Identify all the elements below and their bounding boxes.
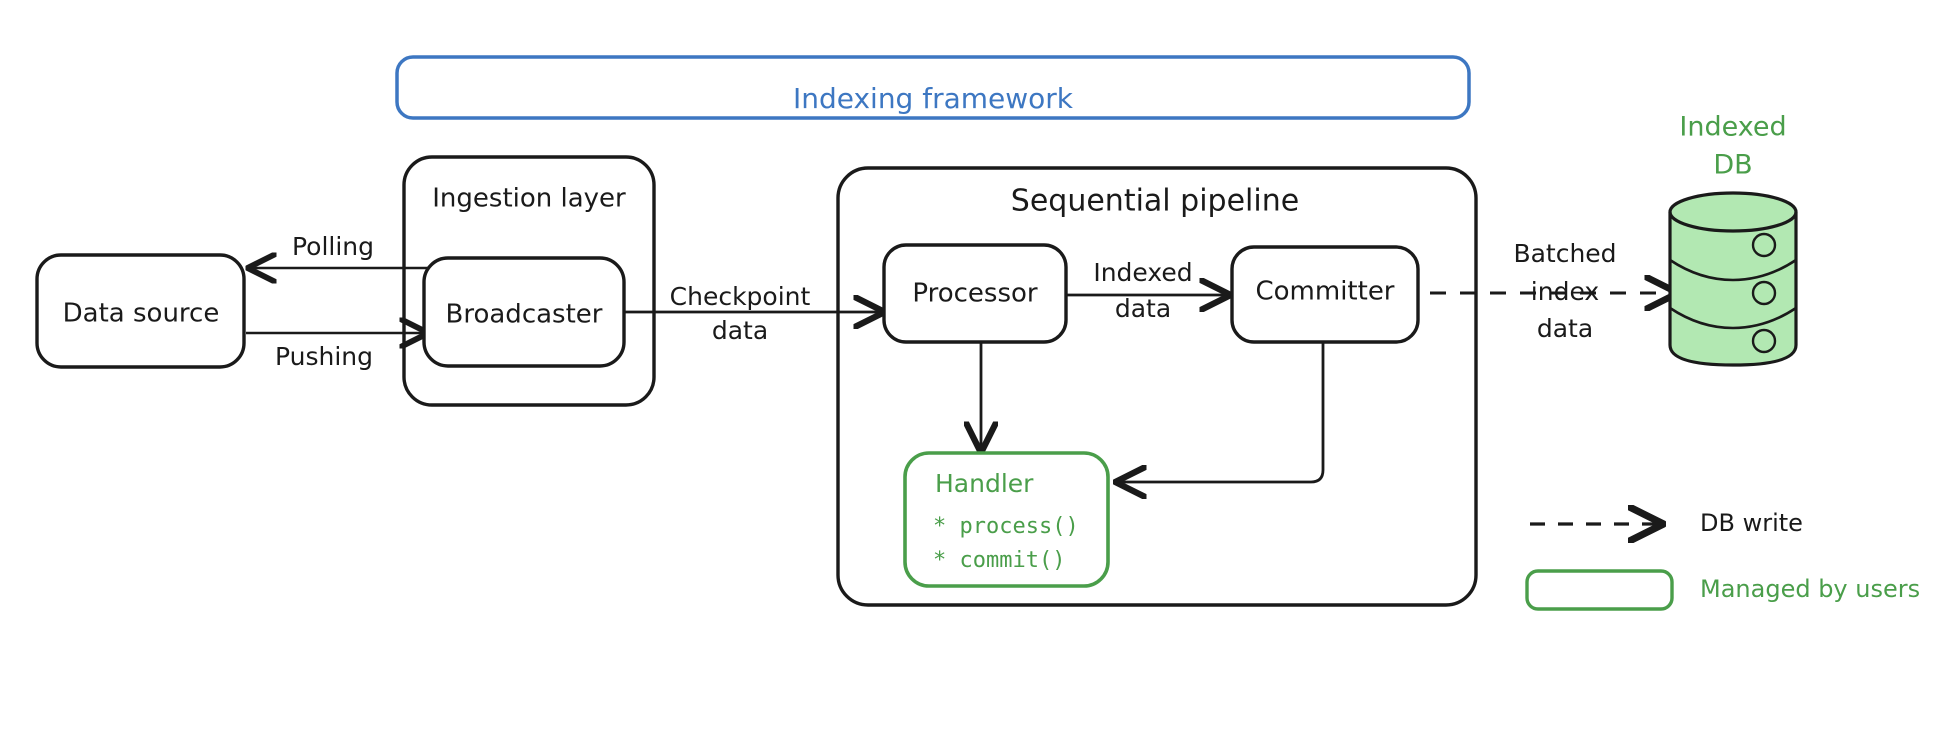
framework-frame <box>395 55 1471 120</box>
legend: DB write Managed by users <box>1525 509 1920 611</box>
handler-label: Handler <box>935 469 1034 498</box>
node-committer[interactable]: Committer <box>1230 245 1420 344</box>
handler-method-process: * process() <box>933 514 1079 539</box>
indexed-db-label-line2: DB <box>1713 150 1752 181</box>
broadcaster-label: Broadcaster <box>446 300 603 330</box>
node-processor[interactable]: Processor <box>882 243 1068 344</box>
framework-frame-label: Indexing framework <box>793 82 1074 115</box>
node-handler[interactable]: Handler * process() * commit() <box>903 451 1110 588</box>
db-cylinder-top <box>1668 191 1798 233</box>
data-source-box[interactable] <box>35 253 246 369</box>
edge-batched-label-line1: Batched <box>1513 239 1616 268</box>
edge-pushing-label: Pushing <box>275 342 373 371</box>
legend-green-rect-icon <box>1525 569 1674 611</box>
db-band-divider-1 <box>1669 258 1797 282</box>
processor-label: Processor <box>912 279 1038 309</box>
db-band-divider-2 <box>1669 306 1797 330</box>
indexed-db-label-line1: Indexed <box>1679 112 1786 143</box>
db-cylinder-outline <box>1668 212 1798 367</box>
edge-checkpoint-label-line2: data <box>712 316 768 345</box>
db-indicator-3 <box>1751 328 1777 354</box>
edge-indexed-data-label-line2: data <box>1115 294 1171 323</box>
db-indicator-2 <box>1751 280 1777 306</box>
handler-method-commit: * commit() <box>933 548 1065 573</box>
edge-batched-label-line3: data <box>1537 314 1593 343</box>
framework-frame-group: Indexing framework <box>395 55 1471 120</box>
node-broadcaster[interactable]: Broadcaster <box>422 256 626 368</box>
data-source-label: Data source <box>63 299 220 329</box>
node-data-source[interactable]: Data source <box>35 253 246 369</box>
sequential-pipeline-label: Sequential pipeline <box>1011 184 1299 219</box>
node-indexed-db[interactable]: Indexed DB <box>1668 112 1798 367</box>
edge-checkpoint-label-line1: Checkpoint <box>670 282 811 311</box>
edge-committer-to-handler <box>1120 334 1325 482</box>
db-indicator-1 <box>1751 232 1777 258</box>
handler-box[interactable] <box>903 451 1110 588</box>
committer-box[interactable] <box>1230 245 1420 344</box>
committer-label: Committer <box>1255 277 1394 307</box>
processor-box[interactable] <box>882 243 1068 344</box>
legend-managed-by-users-label: Managed by users <box>1700 575 1920 603</box>
broadcaster-box[interactable] <box>422 256 626 368</box>
edge-indexed-data-label-line1: Indexed <box>1093 258 1192 287</box>
legend-item-db-write: DB write <box>1530 509 1803 537</box>
legend-db-write-label: DB write <box>1700 509 1803 537</box>
ingestion-layer-label: Ingestion layer <box>432 184 626 214</box>
edge-batched-label-line2: index <box>1531 277 1599 306</box>
legend-item-managed-by-users: Managed by users <box>1525 569 1920 611</box>
db-cylinder-body <box>1670 212 1796 365</box>
edge-polling-label: Polling <box>292 232 374 261</box>
